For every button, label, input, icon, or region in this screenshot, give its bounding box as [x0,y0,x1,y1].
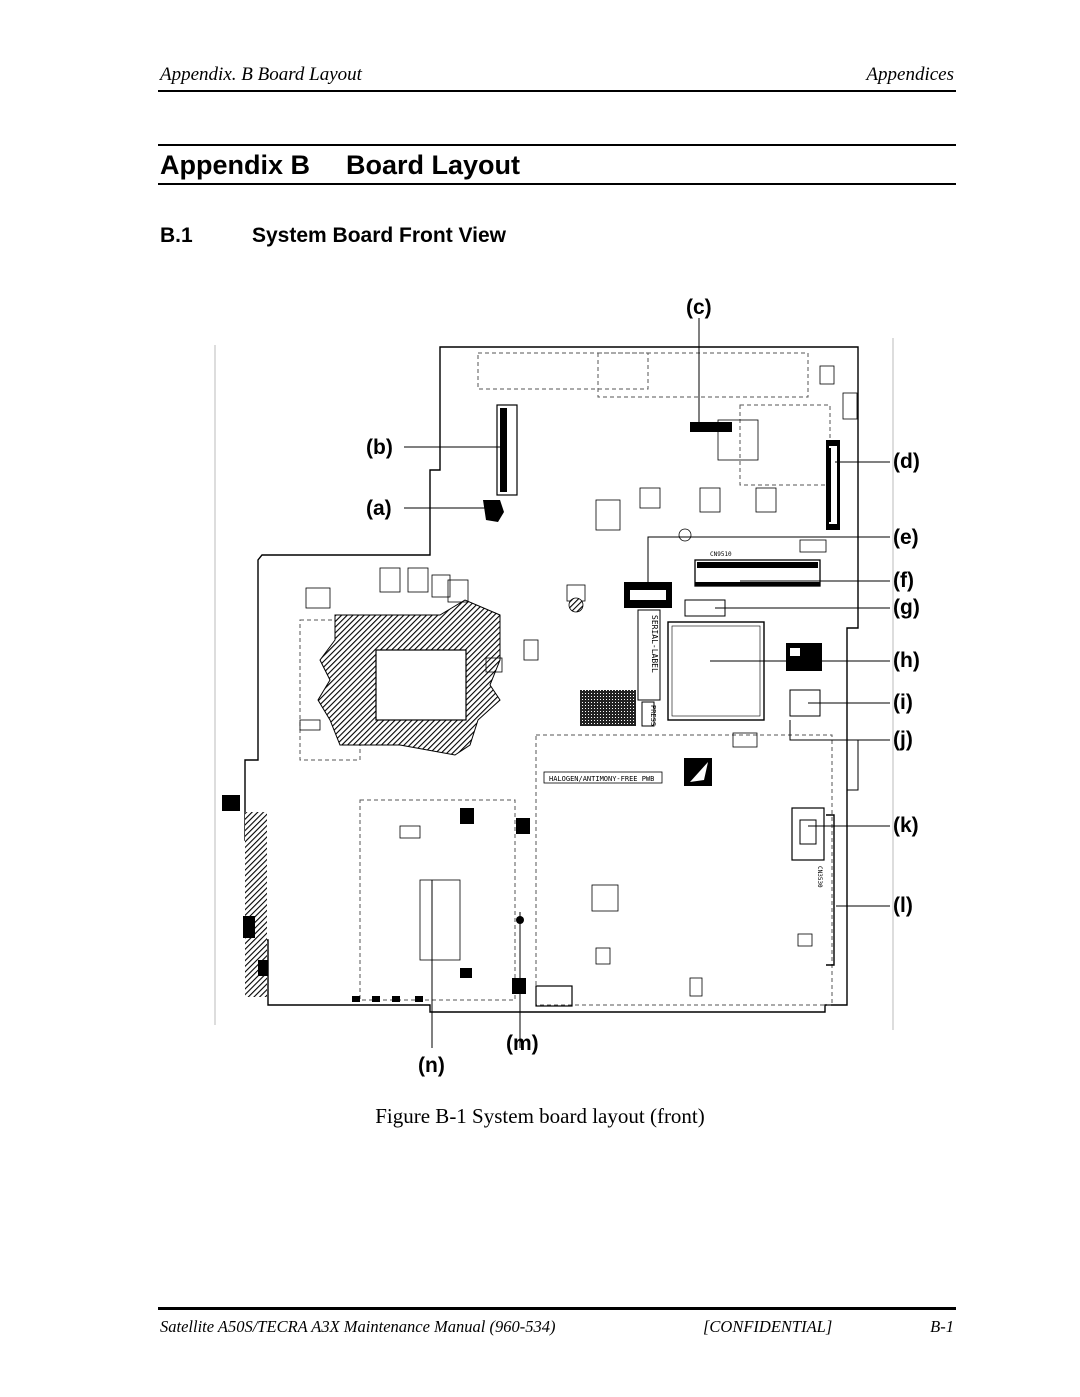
callout-b: (b) [366,436,393,459]
page-title: Appendix B Board Layout [160,150,520,181]
callout-j: (j) [893,728,913,751]
callout-m: (m) [506,1032,539,1055]
callout-f: (f) [893,569,914,592]
callout-k: (k) [893,814,919,837]
footer-manual: Satellite A50S/TECRA A3X Maintenance Man… [160,1317,556,1336]
callout-c: (c) [686,296,712,319]
connector-label-2: CN3530 [816,866,823,888]
northbridge-chip [667,621,765,721]
footer-page-number: B-1 [930,1317,954,1336]
header-rule [158,90,956,92]
callout-d: (d) [893,450,920,473]
title-text: Board Layout [346,150,521,180]
memory-slot [245,812,267,997]
figure-caption: Figure B-1 System board layout (front) [375,1104,705,1128]
component-a [483,500,504,522]
section-number: B.1 [160,224,193,247]
connector-b [496,404,518,496]
callout-i: (i) [893,691,913,714]
callout-n: (n) [418,1054,445,1077]
connector-label-1: CN9510 [710,551,732,558]
title-top-rule [158,144,956,146]
callout-h: (h) [893,649,920,672]
section-text: System Board Front View [252,224,507,247]
board-diagram: SERIAL-LABEL PRESS CN9510 CN3530 [214,318,894,1048]
press-text: PRESS [649,705,657,726]
pwb-logo [684,758,712,786]
leader-j [789,720,890,741]
chip-bga [580,690,636,726]
connector-c [690,422,732,432]
running-header-left: Appendix. B Board Layout [160,64,362,85]
title-bottom-rule [158,183,956,185]
connector-l [826,814,835,966]
footer-confidential: [CONFIDENTIAL] [703,1317,833,1336]
running-header-right: Appendices [866,64,954,85]
leader-e [647,536,890,585]
pwb-label-text: HALOGEN/ANTIMONY-FREE PWB [549,775,654,783]
title-number: Appendix B [160,150,311,180]
connector-k [791,807,825,861]
serial-label-text: SERIAL-LABEL [650,615,659,673]
section-heading: B.1 System Board Front View [160,224,506,248]
board-figure: SERIAL-LABEL PRESS CN9510 CN3530 [0,290,1080,1090]
callout-a: (a) [366,497,392,520]
callout-e: (e) [893,526,919,549]
callout-l: (l) [893,894,913,917]
footer-rule [158,1307,956,1310]
callout-g: (g) [893,596,920,619]
component-h [786,643,822,671]
